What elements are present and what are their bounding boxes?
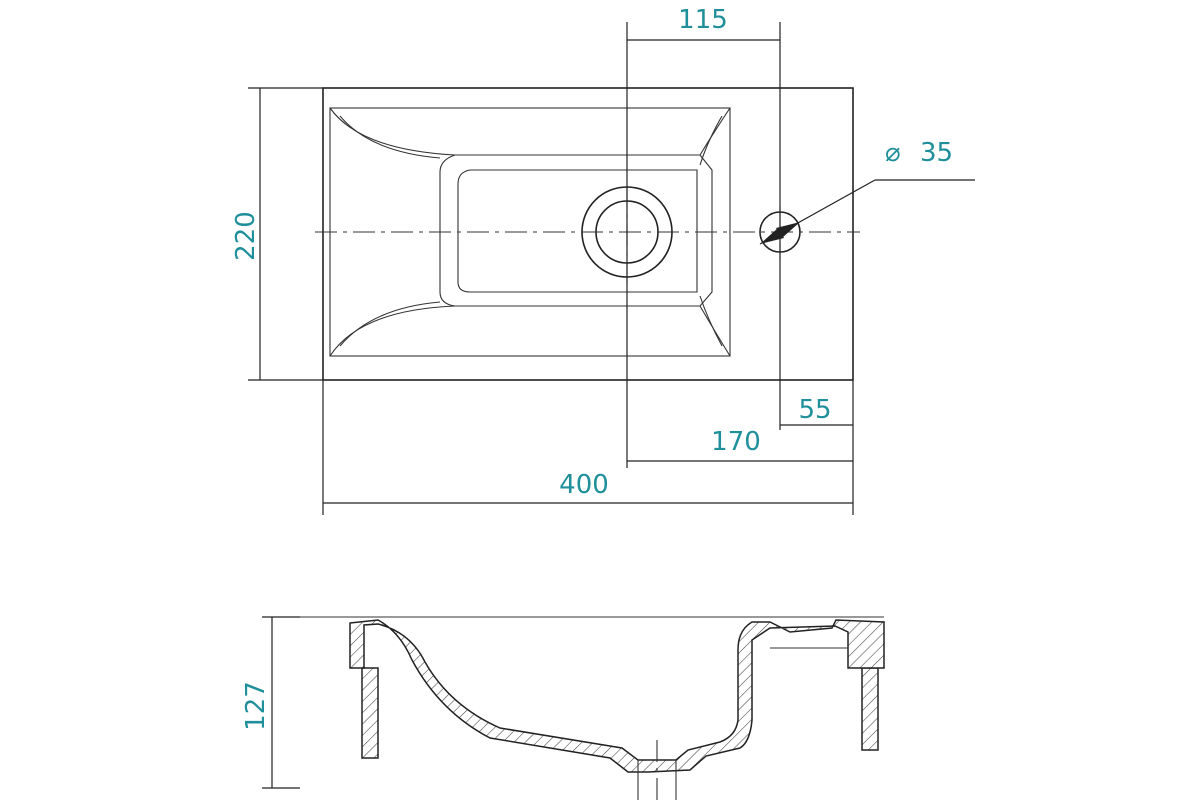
step-recess	[439, 154, 456, 307]
dim-400-label: 400	[559, 470, 609, 500]
bowl-floor	[455, 154, 713, 307]
dim-170-label: 170	[711, 427, 761, 457]
section-dimensions	[262, 616, 300, 789]
dim-115-label: 115	[678, 5, 728, 35]
diameter-symbol: ⌀	[885, 138, 901, 168]
dim-55-label: 55	[798, 395, 831, 425]
plan-view	[315, 87, 860, 381]
left-leg	[361, 667, 379, 759]
basin-section	[349, 619, 885, 773]
basin-outline	[322, 87, 854, 381]
dim-35-label: 35	[920, 138, 953, 168]
right-leg	[861, 667, 879, 751]
dim-127-label: 127	[241, 681, 271, 731]
plan-dimensions	[248, 22, 975, 515]
section-view	[272, 616, 885, 800]
dim-220-label: 220	[231, 211, 261, 261]
